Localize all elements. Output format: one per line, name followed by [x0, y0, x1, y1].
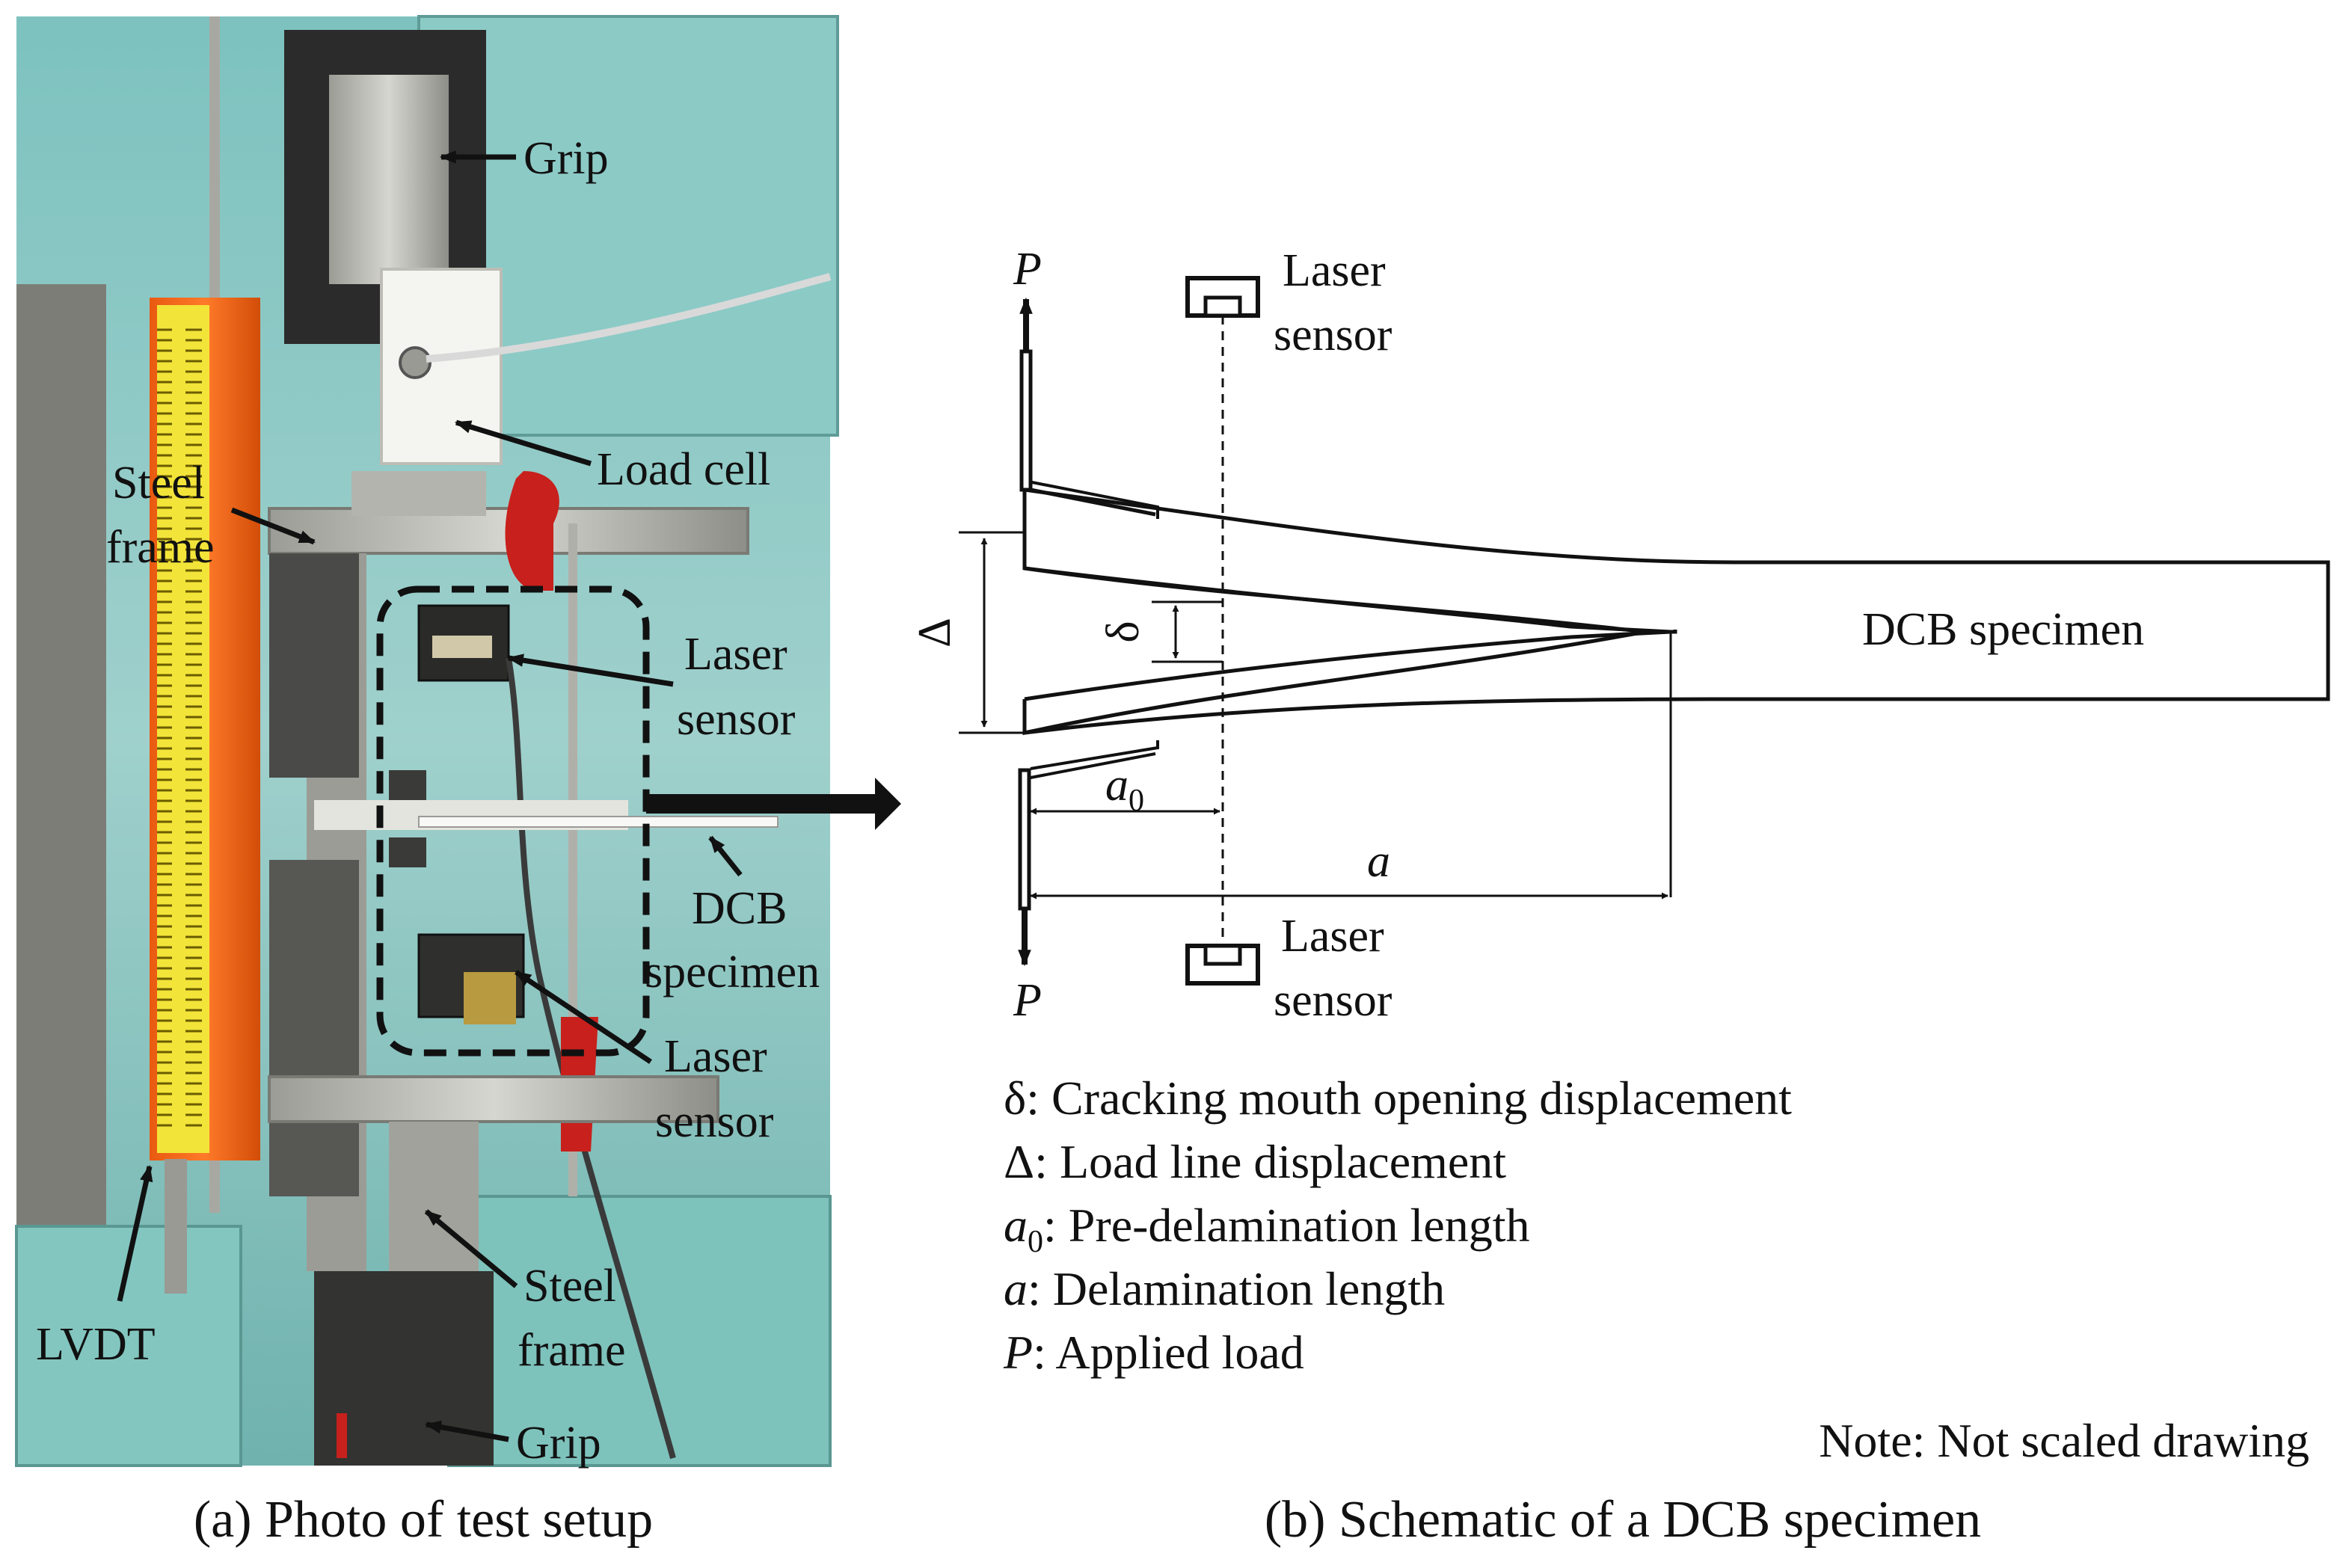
upper-hinge-plate	[1031, 481, 1159, 519]
legend-item: P: Applied load	[1003, 1326, 1304, 1379]
test-setup-photo: Grip Load cell Steel frame Laser sensor …	[15, 15, 839, 1469]
label-laser-top-2: sensor	[1274, 310, 1392, 360]
lower-hinge-plate	[1030, 740, 1159, 779]
lvdt-scale-ticks	[157, 322, 209, 1129]
label-steel-frame-bottom-2: frame	[518, 1325, 626, 1376]
label-steel-frame-top-2: frame	[106, 522, 215, 573]
load-cell-connector	[399, 346, 432, 379]
dcb-schematic: P P Laser sensor Laser sensor Δ δ a0 a	[909, 244, 2330, 1026]
specimen-outline	[1022, 490, 1677, 736]
arrow-dcb-specimen	[708, 835, 743, 877]
mid-frame-block	[269, 553, 359, 778]
inner-crack-lower	[1024, 630, 1671, 701]
arrow-laser-sensor-bottom	[515, 970, 652, 1064]
label-load-top: P	[1013, 244, 1042, 295]
arrow-laser-sensor-top	[506, 654, 674, 687]
bottom-grip-red-mark	[337, 1413, 347, 1458]
laser-sensor-bottom-icon	[1185, 944, 1260, 986]
dcb-specimen-bar	[418, 816, 779, 828]
label-laser-sensor-bottom-2: sensor	[655, 1096, 774, 1147]
lower-hinge	[1018, 768, 1031, 911]
mid-frame-block-low	[269, 860, 359, 1196]
legend-item: δ: Cracking mouth opening displacement	[1004, 1072, 1792, 1125]
arrow-steel-frame-bottom	[424, 1209, 518, 1288]
laser-sensor-top-label	[432, 636, 492, 658]
label-specimen: DCB specimen	[1862, 604, 2144, 655]
lower-steel-frame	[268, 1075, 719, 1123]
red-clamp-top	[505, 471, 559, 591]
laser-sensor-bottom-plate	[464, 972, 516, 1024]
label-laser-sensor-bottom-1: Laser	[664, 1031, 767, 1082]
schematic-legend: δ: Cracking mouth opening displacement Δ…	[1003, 1072, 1792, 1379]
label-load-cell: Load cell	[597, 444, 770, 495]
label-steel-frame-bottom-1: Steel	[523, 1261, 616, 1312]
label-dcb-specimen-2: specimen	[645, 947, 820, 997]
legend-item: a: Delamination length	[1004, 1262, 1445, 1315]
scale-note: Note: Not scaled drawing	[1819, 1414, 2309, 1467]
label-load-bottom: P	[1013, 975, 1042, 1026]
sensor-region-highlight	[376, 585, 650, 1057]
legend-item: a0: Pre-delamination length	[1004, 1199, 1530, 1259]
label-delta-small: δ	[1098, 621, 1149, 642]
upper-arm	[1024, 488, 2330, 735]
specimen-hinge-top	[389, 770, 426, 800]
caption-schematic: (b) Schematic of a DCB specimen	[1265, 1491, 1981, 1549]
label-delta-big: Δ	[909, 618, 960, 648]
sensor-cable	[506, 657, 676, 1460]
arrow-load-cell	[454, 419, 592, 467]
label-grip-bottom: Grip	[516, 1418, 601, 1469]
label-laser-bottom-1: Laser	[1281, 911, 1384, 962]
arrow-steel-frame-top	[230, 507, 316, 545]
load-cell-cable	[426, 273, 832, 363]
laser-sensor-top-icon	[1185, 276, 1260, 318]
inner-crack-upper	[1024, 566, 1671, 634]
label-laser-sensor-top-2: sensor	[677, 694, 796, 745]
lvdt-rod	[165, 1159, 187, 1294]
top-grip-face	[329, 75, 449, 284]
label-laser-bottom-2: sensor	[1274, 975, 1392, 1026]
label-steel-frame-top-1: Steel	[112, 458, 205, 508]
label-grip-top: Grip	[523, 133, 609, 184]
upper-hinge	[1019, 349, 1156, 517]
specimen-hinge-bottom	[389, 837, 426, 867]
label-lvdt: LVDT	[36, 1319, 156, 1370]
label-dcb-specimen-1: DCB	[692, 883, 787, 934]
label-laser-sensor-top-1: Laser	[684, 629, 787, 680]
legend-item: Δ: Load line displacement	[1004, 1135, 1506, 1188]
label-laser-top-1: Laser	[1283, 245, 1386, 296]
label-a: a	[1367, 836, 1390, 887]
label-a0: a0	[1105, 760, 1144, 818]
caption-photo: (a) Photo of test setup	[194, 1491, 653, 1549]
arrow-lvdt	[117, 1164, 153, 1302]
panel-link-arrow	[646, 778, 901, 830]
upper-frame-block	[351, 471, 486, 516]
arrow-grip-bottom	[424, 1420, 509, 1442]
label-a0-subscript: 0	[1129, 784, 1144, 818]
